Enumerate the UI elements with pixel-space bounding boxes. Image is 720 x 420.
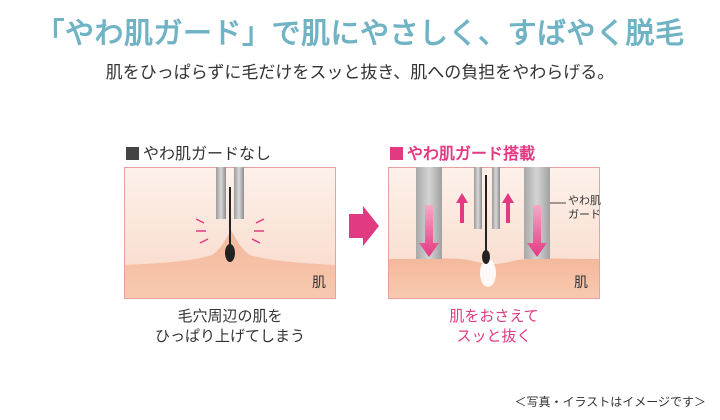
tweezer-left-arm	[216, 167, 226, 219]
skin-label-right: 肌	[574, 275, 588, 291]
caption-with-guard-line2: スッと抜く	[456, 327, 532, 345]
pain-lines	[195, 218, 265, 244]
image-disclaimer: ＜写真・イラストはイメージです＞	[514, 395, 706, 409]
caption-with-guard: 肌をおさえて スッと抜く	[388, 306, 600, 346]
illustration-with-guard-svg	[388, 167, 600, 299]
guard-callout: やわ肌 ガード	[568, 194, 601, 222]
press-down-arrow-left-icon	[419, 205, 439, 257]
guard-callout-line1: やわ肌	[568, 194, 601, 207]
caption-without-guard-line1: 毛穴周辺の肌を	[177, 307, 283, 325]
hair-root	[482, 250, 490, 264]
skin-pulled-up	[125, 231, 335, 298]
caption-without-guard: 毛穴周辺の肌を ひっぱり上げてしまう	[124, 306, 336, 346]
label-without-guard-text: やわ肌ガードなし	[143, 144, 272, 163]
press-down-arrow-right-icon	[527, 205, 547, 257]
illustration-without-guard	[124, 167, 336, 299]
caption-without-guard-line2: ひっぱり上げてしまう	[154, 327, 305, 345]
label-square-icon	[126, 147, 139, 160]
tweezer-right-arm	[234, 167, 244, 219]
arrow-right-icon	[349, 206, 379, 246]
illustration-without-guard-svg	[124, 167, 336, 299]
hair-root	[225, 244, 235, 262]
label-with-guard: やわ肌ガード搭載	[390, 140, 535, 164]
label-with-guard-text: やわ肌ガード搭載	[407, 144, 536, 163]
hair-follicle	[480, 259, 496, 287]
label-without-guard: やわ肌ガードなし	[126, 140, 271, 164]
pull-up-arrow-left-icon	[456, 193, 468, 223]
tweezer-right-arm	[492, 167, 500, 229]
caption-with-guard-line1: 肌をおさえて	[449, 307, 539, 325]
tweezer-left-arm	[474, 167, 482, 229]
pull-up-arrow-right-icon	[502, 193, 514, 223]
skin-label-left: 肌	[312, 275, 326, 291]
label-square-icon	[390, 147, 403, 160]
illustration-with-guard	[388, 167, 600, 299]
subline: 肌をひっぱらずに毛だけをスッと抜き、肌への負担をやわらげる。	[105, 63, 615, 83]
guard-callout-line2: ガード	[568, 208, 601, 221]
headline: 「やわ肌ガード」で肌にやさしく、すばやく脱毛	[35, 16, 685, 50]
